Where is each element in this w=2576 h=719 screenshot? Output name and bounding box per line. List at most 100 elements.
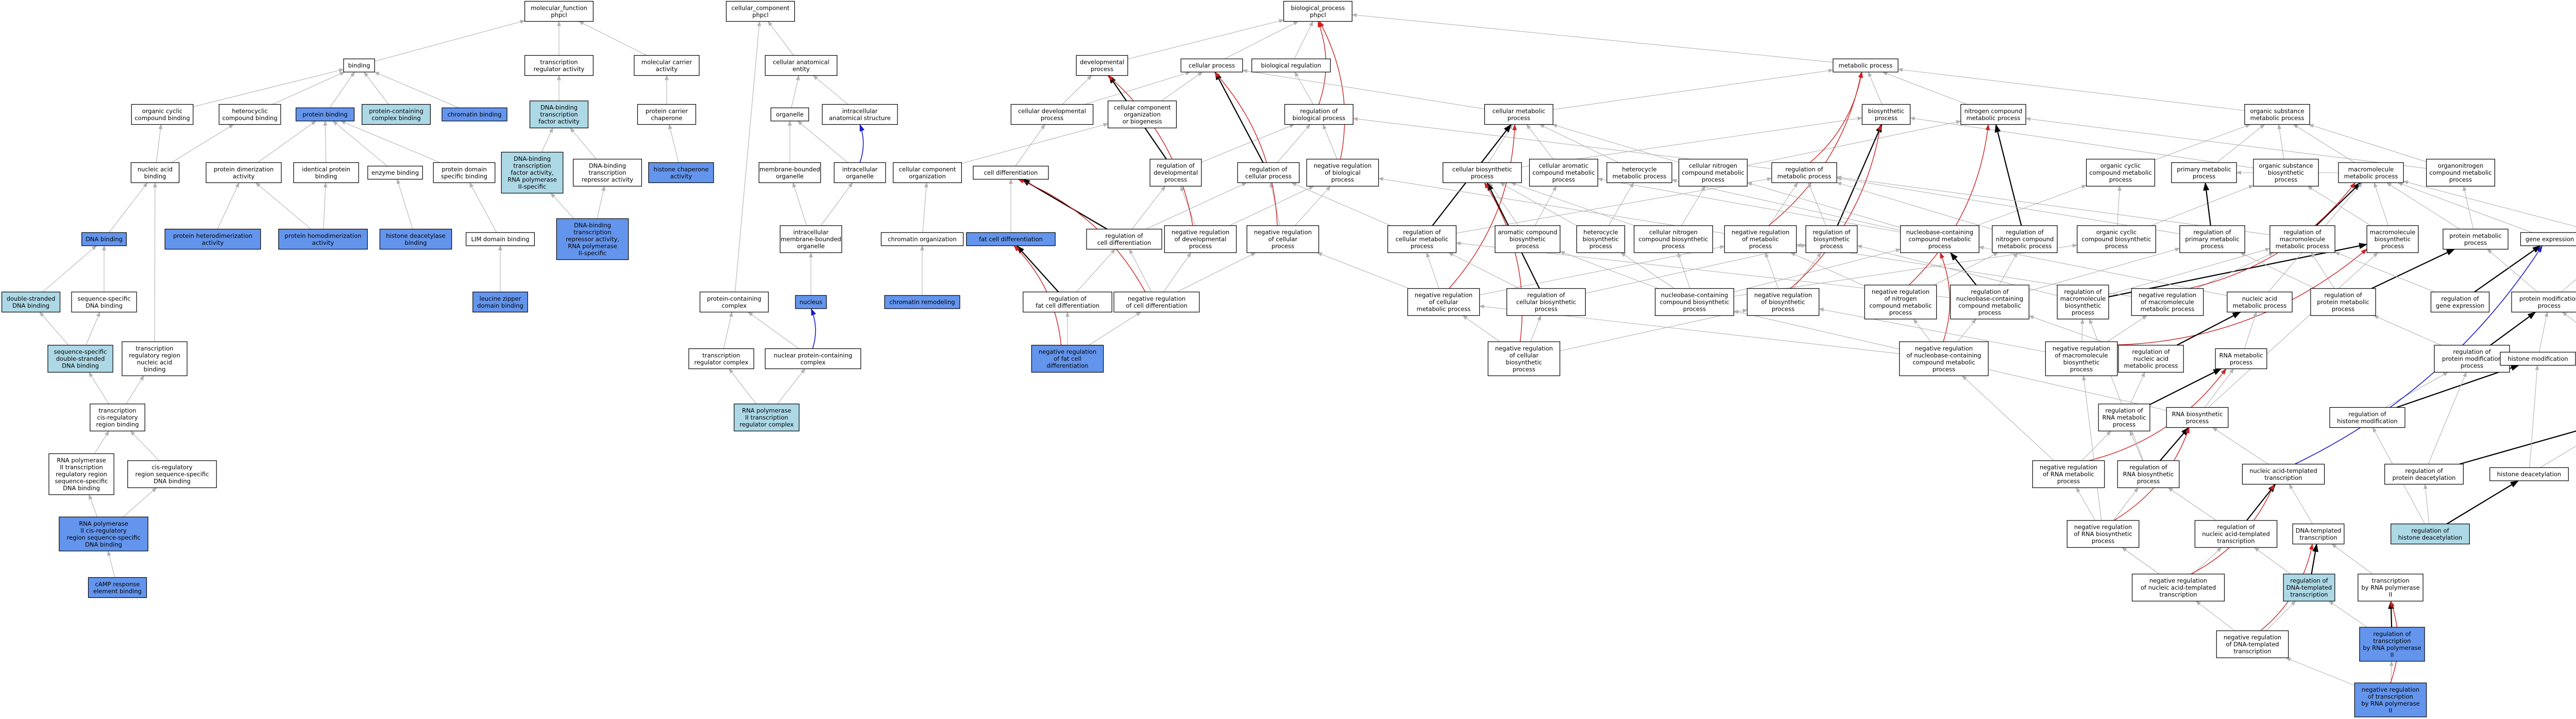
term-box (734, 404, 800, 431)
relation-edge (123, 487, 157, 517)
relation-edge (1201, 124, 1295, 163)
relation-edge (1107, 75, 1193, 226)
relation-edge (2167, 487, 2216, 521)
relation-edge (2265, 600, 2296, 631)
relation-edge (1484, 182, 1523, 342)
relation-edge (1323, 124, 1337, 159)
term-box (1023, 291, 1112, 313)
term-node-nucleus: nucleus (795, 295, 827, 309)
term-box (1407, 288, 1480, 316)
term-box (2032, 460, 2105, 488)
relation-edge (1836, 181, 1993, 230)
relation-edge (2446, 480, 2519, 525)
relation-edge (1868, 71, 1883, 105)
term-box (501, 152, 564, 194)
relation-edge (340, 121, 440, 163)
relation-edge (791, 75, 800, 108)
term-box (2077, 225, 2156, 253)
relation-edge (550, 193, 574, 219)
term-box (556, 218, 629, 260)
term-box (1861, 104, 1911, 125)
term-box (2384, 463, 2464, 485)
term-box (2179, 225, 2245, 253)
term-box (2086, 159, 2156, 187)
relation-edge (2129, 430, 2143, 461)
term-box (1833, 58, 1899, 73)
relation-edge (777, 368, 806, 405)
term-box (367, 165, 423, 180)
relation-edge (1818, 307, 2046, 353)
relation-edge (1553, 69, 1834, 110)
relation-edge (2428, 372, 2467, 464)
relation-edge (396, 178, 413, 229)
relation-edge (2397, 182, 2532, 233)
term-box (218, 104, 281, 125)
relation-edge (1747, 182, 1901, 228)
term-box (2194, 520, 2278, 548)
term-box (1747, 288, 1820, 316)
term-node-chrombind: chromatin binding (442, 107, 507, 122)
relation-edge (541, 127, 553, 153)
relation-edge (1176, 252, 1257, 292)
term-box (634, 55, 700, 76)
relation-edge (2307, 186, 2371, 226)
relation-edge (1013, 245, 1062, 345)
relation-edge (2389, 661, 2394, 683)
relation-edge (2240, 252, 2315, 289)
term-node-dnabind: DNA binding (81, 232, 127, 246)
relation-edge (728, 368, 757, 405)
relation-edge (1808, 182, 1826, 226)
term-box (2216, 630, 2289, 658)
relation-edge (1940, 252, 1951, 342)
relation-edge (42, 245, 97, 292)
term-box (2430, 291, 2490, 313)
term-box (1246, 225, 1319, 253)
relation-edge (2539, 311, 2549, 353)
relation-edge (1462, 315, 1500, 342)
term-label: chromatin binding (448, 111, 502, 118)
relation-edge (2459, 430, 2576, 465)
term-box (884, 295, 960, 309)
term-node-chromremod: chromatin remodeling (884, 295, 960, 309)
term-label: metabolic process (1839, 62, 1893, 69)
relation-edge (94, 430, 109, 454)
term-label: DNA binding (86, 236, 123, 243)
